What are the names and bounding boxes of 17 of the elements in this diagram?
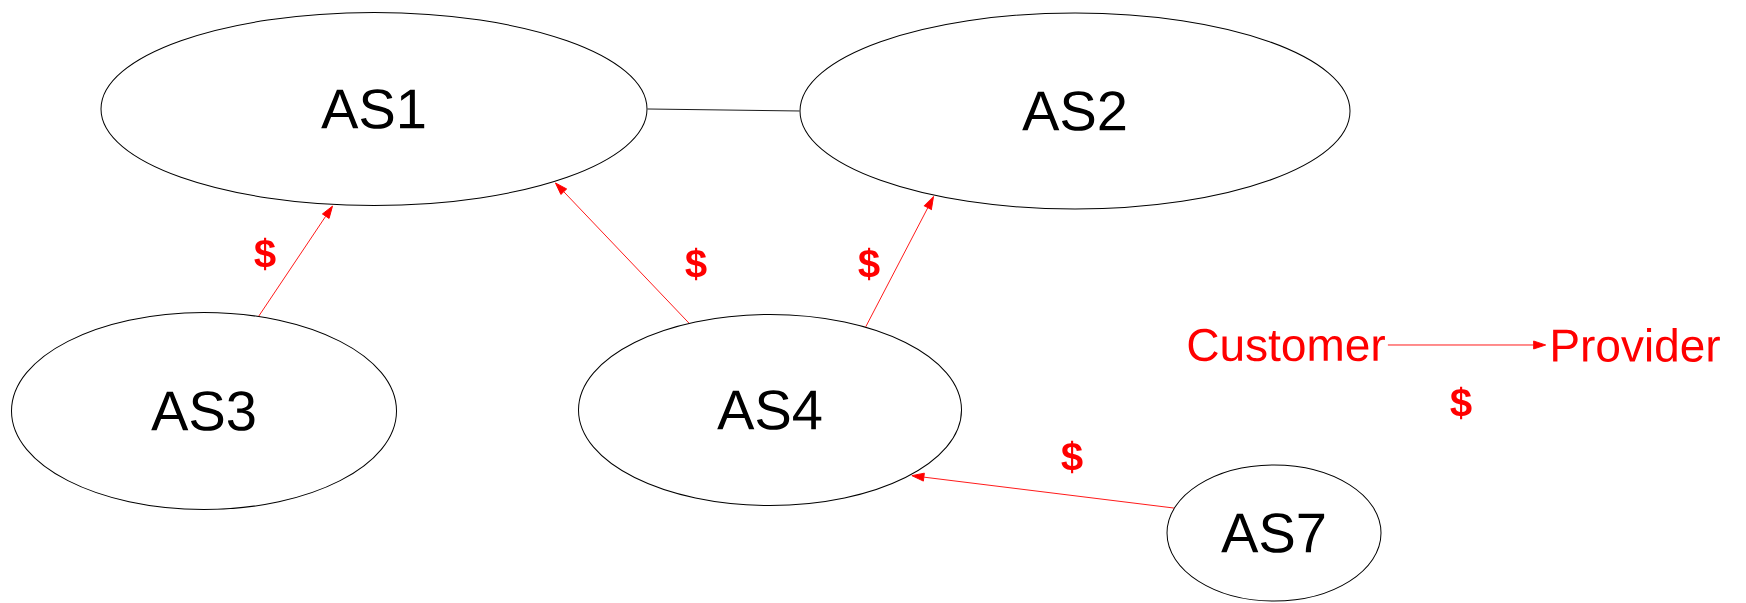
ellipse-node: AS1 [100,12,648,206]
edge-label: $ [685,247,707,281]
ellipse-node: AS2 [799,12,1351,210]
ellipse-node: AS7 [1166,464,1382,602]
ellipse-node: AS4 [578,314,962,506]
edge-label: $ [858,247,880,281]
ellipse-node: AS3 [11,312,397,510]
arrow [911,472,1175,509]
arrow [1387,340,1547,350]
arrow [555,182,690,324]
edge-label: $ [1061,440,1083,474]
edge-label: $ [254,237,276,271]
arrow [865,196,934,328]
edge-label: $ [1450,386,1472,420]
arrow [258,205,333,317]
legend-text: Provider [1553,328,1720,362]
legend-text: Customer [1188,328,1385,362]
